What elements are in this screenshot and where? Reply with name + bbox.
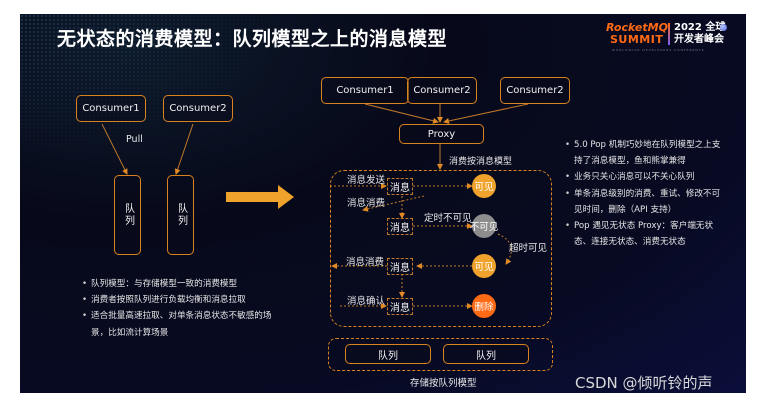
- storage-queue-2: 队列: [443, 344, 529, 364]
- message-box-2-label: 消息: [390, 223, 410, 234]
- right-bullet-list: 5.0 Pop 机制巧妙地在队列模型之上支持了消息模型，鱼和熊掌兼得 业务只关心…: [565, 137, 727, 250]
- proxy-label: Proxy: [427, 128, 456, 140]
- consumer3-proxy-line: [443, 103, 529, 124]
- logo-brand-line1: RocketMQ: [606, 21, 668, 34]
- message-box-3-label: 消息: [390, 263, 410, 274]
- timeout-visible-curve: [497, 233, 512, 265]
- message-model-region: [330, 170, 552, 327]
- logo-divider: [668, 23, 670, 45]
- state-deleted-label: 删除: [474, 302, 494, 313]
- storage-queue-1-label: 队列: [378, 350, 398, 362]
- left-bullet-1: 队列模型：与存储模型一致的消费模型: [82, 276, 282, 292]
- message-box-1-label: 消息: [390, 183, 410, 194]
- slide-title: 无状态的消费模型：队列模型之上的消息模型: [57, 28, 448, 50]
- left-queue-1: 队列: [114, 175, 141, 255]
- rocketmq-summit-logo: RocketMQ SUMMIT 2022 全球 开发者峰会 WORLDWIDE …: [606, 20, 736, 56]
- logo-event-line2: 开发者峰会: [674, 34, 724, 45]
- right-consumer1-box: Consumer1: [321, 77, 409, 104]
- pull-label: Pull: [126, 134, 143, 145]
- timed-invisible-label: 定时不可见: [424, 213, 472, 224]
- consume-model-label: 消费按消息模型: [449, 157, 513, 167]
- consume-label-1: 消息消费: [347, 198, 386, 209]
- storage-model-label: 存储按队列模型: [410, 378, 477, 389]
- storage-queue-1: 队列: [345, 344, 431, 364]
- state-invisible-label: 不可见: [469, 222, 499, 233]
- right-consumer2-box: Consumer2: [407, 77, 477, 104]
- right-consumer3-label: Consumer2: [506, 85, 564, 96]
- left-queue-2-label: 队列: [175, 203, 187, 227]
- message-box-2: 消息: [387, 218, 413, 235]
- right-consumer2-label: Consumer2: [413, 85, 471, 96]
- message-box-3: 消息: [387, 258, 413, 275]
- right-consumer3-box: Consumer2: [500, 77, 570, 104]
- csdn-watermark: CSDN @倾听铃的声: [575, 374, 713, 392]
- right-bullet-1: 5.0 Pop 机制巧妙地在队列模型之上支持了消息模型，鱼和熊掌兼得: [565, 137, 727, 169]
- left-bullet-2: 消费者按照队列进行负载均衡和消息拉取: [82, 292, 282, 308]
- message-box-4-label: 消息: [390, 303, 410, 314]
- state-visible-2: 可见: [472, 254, 496, 278]
- state-visible-2-label: 可见: [474, 262, 494, 273]
- state-deleted: 删除: [472, 294, 496, 318]
- message-box-1: 消息: [387, 178, 413, 195]
- left-consumer2-label: Consumer2: [169, 103, 227, 114]
- state-visible-1: 可见: [472, 174, 496, 198]
- connector-lines: [101, 103, 529, 309]
- left-bullet-list: 队列模型：与存储模型一致的消费模型 消费者按照队列进行负载均衡和消息拉取 适合批…: [82, 276, 282, 341]
- state-visible-1-label: 可见: [474, 182, 494, 193]
- storage-queue-2-label: 队列: [476, 350, 496, 362]
- proxy-box: Proxy: [399, 124, 484, 144]
- pull-line-2: [174, 123, 194, 175]
- consumer1-proxy-line: [364, 103, 439, 124]
- state-invisible: 不可见: [469, 214, 499, 238]
- message-box-4: 消息: [387, 298, 413, 315]
- logo-event-line1: 2022 全球: [674, 22, 726, 33]
- transition-arrow-icon: [226, 185, 294, 209]
- left-consumer1-label: Consumer1: [82, 103, 140, 114]
- slide: 无状态的消费模型：队列模型之上的消息模型 RocketMQ SUMMIT 202…: [20, 14, 746, 393]
- left-consumer2-box: Consumer2: [163, 95, 233, 122]
- logo-tagline: WORLDWIDE DEVELOPERS CONFERENCE: [612, 48, 705, 52]
- left-queue-1-label: 队列: [122, 203, 134, 227]
- consume-label-2: 消息消费: [346, 257, 385, 268]
- timeout-visible-label: 超时可见: [509, 243, 548, 254]
- ack-label: 消息确认: [347, 296, 386, 307]
- right-bullet-2: 业务只关心消息可以不关心队列: [565, 169, 727, 185]
- right-bullet-3: 单条消息级别的消费、重试、修改不可见时间，删除（API 支持）: [565, 186, 727, 218]
- storage-queue-region: [328, 338, 553, 371]
- left-bullet-3: 适合批量高速拉取、对单条消息状态不敏感的场景，比如流计算场景: [82, 308, 282, 340]
- dot-pattern-decoration: [20, 14, 280, 154]
- right-bullet-4: Pop 遇见无状态 Proxy：客户端无状态、连接无状态、消费无状态: [565, 218, 727, 250]
- send-label: 消息发送: [347, 175, 386, 186]
- planet-icon: [720, 24, 727, 31]
- left-consumer1-box: Consumer1: [76, 95, 146, 122]
- pull-line-1: [101, 123, 128, 175]
- left-queue-2: 队列: [167, 175, 194, 255]
- right-consumer1-label: Consumer1: [336, 85, 394, 96]
- logo-brand-line2: SUMMIT: [610, 33, 664, 46]
- consume1-arrow: [362, 195, 425, 212]
